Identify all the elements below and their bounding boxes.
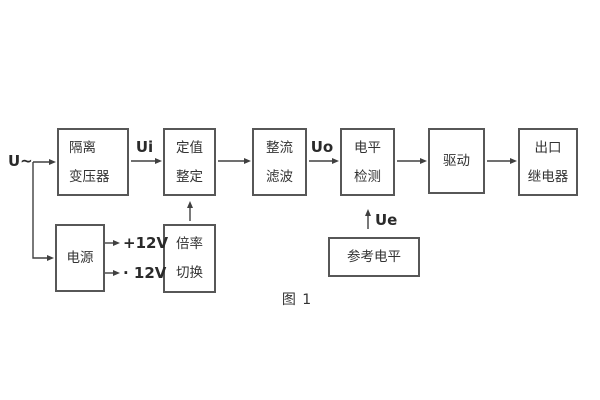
label-minus-12v: · 12V [123,264,167,282]
block-output-relay: 出口 继电器 [518,128,578,196]
block-reference-level: 参考电平 [328,237,420,277]
block-level-detection: 电平 检测 [340,128,395,196]
label-plus-12v: +12V [123,234,169,252]
block-reference-level-line1: 参考电平 [347,249,401,265]
label-ui: Ui [135,138,154,156]
block-rectifier-filter-line2: 滤波 [266,168,293,185]
block-level-detection-line2: 检测 [354,168,381,185]
block-rectifier-filter: 整流 滤波 [252,128,307,196]
label-ue: Ue [375,211,398,229]
block-driver-line1: 驱动 [443,153,470,169]
figure-caption: 图 1 [281,292,313,308]
label-input-voltage: U~ [8,152,33,170]
block-rectifier-filter-line1: 整流 [266,139,293,156]
block-ratio-switch-line1: 倍率 [176,236,203,252]
block-isolation-transformer-line1: 隔离 [69,139,96,156]
label-uo: Uo [310,138,334,156]
block-isolation-transformer-line2: 变压器 [69,168,110,185]
block-ratio-switch-line2: 切换 [176,265,203,281]
block-power-supply-line1: 电源 [66,250,94,266]
block-driver: 驱动 [428,128,485,194]
block-value-setting-line2: 整定 [176,168,203,185]
block-value-setting-line1: 定值 [176,139,203,156]
block-output-relay-line2: 继电器 [527,168,569,185]
block-output-relay-line1: 出口 [534,139,562,156]
block-power-supply: 电源 [55,224,105,292]
block-ratio-switch: 倍率 切换 [163,224,216,293]
block-value-setting: 定值 整定 [163,128,216,196]
block-level-detection-line1: 电平 [354,139,381,156]
block-isolation-transformer: 隔离 变压器 [57,128,129,196]
